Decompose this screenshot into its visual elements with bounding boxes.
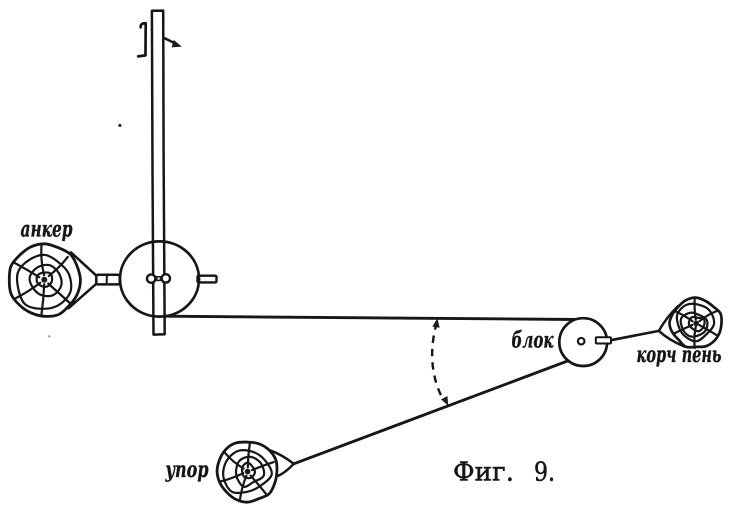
direction-arrow xyxy=(163,36,182,48)
support-stump-core xyxy=(244,468,251,475)
axle-ring-right xyxy=(160,272,172,284)
anchor-stump-crack xyxy=(40,244,46,277)
support-stump xyxy=(215,440,279,504)
rope-link-anchor-lower xyxy=(67,281,99,310)
scan-speck xyxy=(48,335,51,338)
grubbed-stump-crack xyxy=(674,310,694,323)
grubbed-stump-crack xyxy=(693,297,697,321)
swing-arc-dashes xyxy=(430,322,444,399)
direction-arrow-head xyxy=(171,40,182,48)
pole-top-bracket xyxy=(136,21,148,58)
support-stump-crack xyxy=(238,474,248,501)
label-support: упор xyxy=(165,457,209,483)
scan-speck xyxy=(118,123,122,127)
drawing-root: анкер блок упор корч пень Фиг. 9. xyxy=(7,9,723,504)
grubbed-stump-ring xyxy=(675,302,716,343)
grubbed-stump-crack xyxy=(698,309,719,323)
rope-pulley-to-support xyxy=(292,356,576,466)
loop-stump-lower xyxy=(657,329,686,348)
loop-support-lower xyxy=(277,462,296,478)
ropes xyxy=(67,251,686,478)
anchor-link xyxy=(95,273,121,286)
lever-pole xyxy=(150,9,166,336)
anchor-stump-core xyxy=(41,276,48,283)
anchor-stump-crack xyxy=(47,282,71,305)
pulley-axle-hole xyxy=(576,336,586,346)
anchor-stump-crack xyxy=(13,261,41,279)
label-anchor: анкер xyxy=(21,217,73,243)
rope-link-anchor-upper xyxy=(69,251,99,278)
drum-pin xyxy=(196,274,218,284)
anchor-link-body xyxy=(95,273,121,286)
pulley-block xyxy=(557,316,612,368)
support-stump-ring xyxy=(234,455,266,488)
pulley-hook xyxy=(594,336,612,345)
grubbed-stump-core xyxy=(693,320,699,327)
support-stump-crack xyxy=(219,472,245,483)
support-stump-crack xyxy=(224,452,245,470)
swing-arc xyxy=(430,318,449,406)
anchor-stump-ring xyxy=(35,271,54,288)
axle-center xyxy=(156,276,162,282)
support-stump-crack xyxy=(251,461,275,472)
support-stump-ring xyxy=(222,449,273,495)
anchor-stump-ring xyxy=(28,263,63,298)
support-stump-crack xyxy=(249,474,267,495)
anchor-stump-crack xyxy=(47,255,69,278)
swing-arc-arrowhead-bottom xyxy=(441,396,449,406)
rope-pulley-to-stump xyxy=(609,329,661,342)
support-stump-crack xyxy=(246,441,251,469)
caption-number: 9. xyxy=(534,458,555,488)
swing-arc-arrowhead-top xyxy=(432,318,440,328)
anchor-stump-crack xyxy=(13,281,42,300)
grubbed-stump-crack xyxy=(698,324,719,337)
caption-figure: Фиг. xyxy=(453,458,514,488)
label-grubbed-stump: корч пень xyxy=(637,342,722,368)
grubbed-stump-ring xyxy=(679,311,709,338)
drum-axle xyxy=(145,272,172,284)
grubbed-stump xyxy=(668,296,723,350)
grubbed-stump-crack xyxy=(693,325,697,350)
axle-ring-left xyxy=(145,273,157,284)
anchor-stump-ring xyxy=(15,253,73,310)
rope-drum-to-pulley xyxy=(163,314,580,321)
anchor-stump-crack xyxy=(40,283,46,317)
label-pulley-block: блок xyxy=(512,328,554,354)
grubbed-stump-crack xyxy=(672,323,694,335)
anchor-stump xyxy=(7,242,82,318)
